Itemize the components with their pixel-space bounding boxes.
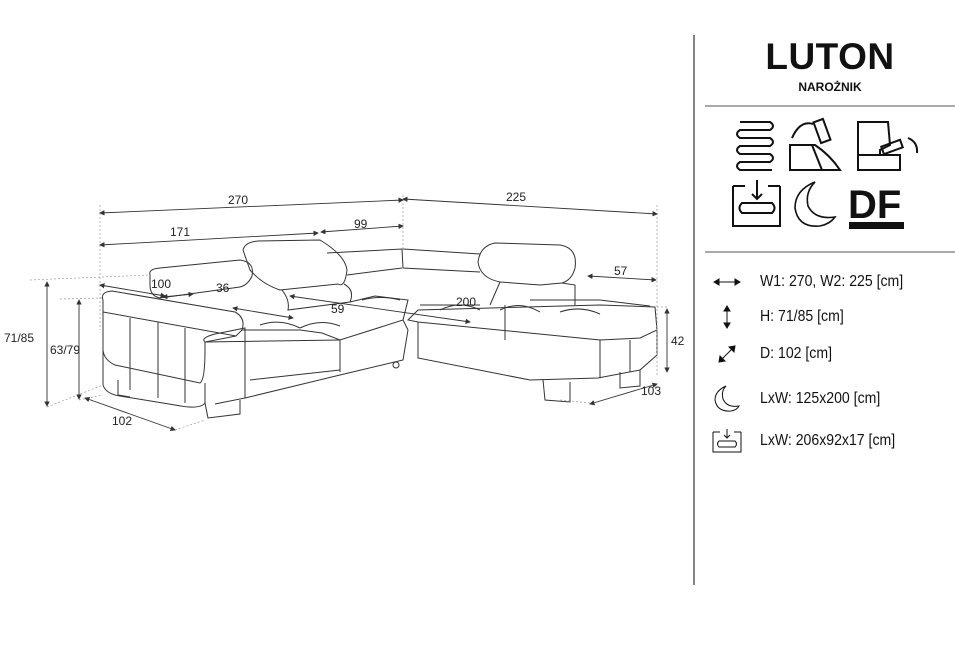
spec-text: H: 71/85 [cm] <box>760 308 844 325</box>
dim-right-depth: 103 <box>641 384 661 398</box>
storage-container-icon <box>732 180 781 227</box>
spec-text: W1: 270, W2: 225 [cm] <box>760 273 904 290</box>
df-logo-underline <box>849 222 904 229</box>
dim-sleep-length: 200 <box>456 295 476 309</box>
dimension-lines <box>44 196 670 432</box>
dim-w2: 225 <box>506 190 526 204</box>
dim-seat-height: 42 <box>671 334 685 348</box>
spec-text: LxW: 206x92x17 [cm] <box>760 432 896 449</box>
df-logo: DF <box>848 183 901 227</box>
sleep-function-icon <box>794 181 837 227</box>
dim-armrest-length: 100 <box>151 277 171 291</box>
width-arrows-icon <box>706 277 748 287</box>
spec-sleep-area: LxW: 125x200 [cm] <box>706 384 946 414</box>
spec-text: LxW: 125x200 [cm] <box>760 390 881 407</box>
spring-icon <box>736 121 774 171</box>
spec-depth: D: 102 [cm] <box>706 341 946 367</box>
dim-armrest-width: 36 <box>216 281 230 295</box>
dimension-labels: 270 225 171 99 100 36 59 200 57 42 103 1… <box>4 190 685 428</box>
spec-width: W1: 270, W2: 225 [cm] <box>706 269 946 295</box>
storage-icon <box>706 428 748 454</box>
dim-total-height: 71/85 <box>4 331 34 345</box>
dim-headrest-offset: 57 <box>614 264 628 278</box>
height-arrows-icon <box>706 304 748 330</box>
depth-arrows-icon <box>706 343 748 365</box>
spec-storage: LxW: 206x92x17 [cm] <box>706 428 946 454</box>
dim-w1: 270 <box>228 193 248 207</box>
dim-seat-depth: 59 <box>331 302 345 316</box>
product-name: LUTON <box>765 36 895 77</box>
dim-corner-back: 99 <box>354 217 368 231</box>
dim-left-depth: 102 <box>112 414 132 428</box>
sofa-outline <box>101 239 658 419</box>
sleep-area-icon <box>706 384 748 414</box>
adjustable-headrest-icon <box>789 117 842 171</box>
spec-text: D: 102 [cm] <box>760 345 832 362</box>
product-type: NAROŻNIK <box>798 80 862 94</box>
adjustable-armrest-icon <box>857 121 919 171</box>
spec-height: H: 71/85 [cm] <box>706 304 946 330</box>
dim-back-height: 63/79 <box>50 343 80 357</box>
dim-left-back: 171 <box>170 225 190 239</box>
